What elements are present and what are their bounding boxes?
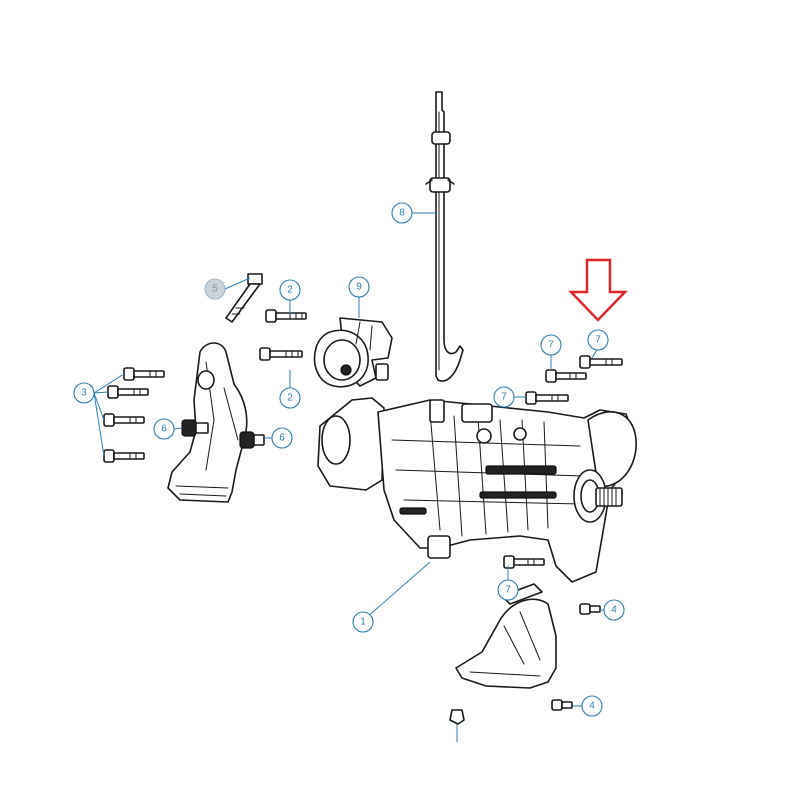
leader-lines	[93, 212, 604, 707]
mount-bushing-part	[313, 317, 393, 388]
callout-5[interactable]: 5	[204, 278, 226, 300]
svg-text:6: 6	[279, 433, 285, 444]
svg-text:6: 6	[161, 424, 167, 435]
svg-text:7: 7	[501, 392, 507, 403]
svg-text:8: 8	[399, 208, 405, 219]
callout-2-lower[interactable]: 2	[279, 387, 301, 409]
callout-6-right[interactable]: 6	[271, 427, 293, 449]
svg-text:7: 7	[548, 340, 554, 351]
bolt-5	[225, 273, 263, 323]
svg-text:2: 2	[287, 285, 293, 296]
callout-8[interactable]: 8	[391, 202, 413, 224]
transfer-case-part	[317, 397, 637, 583]
callout-4-lower[interactable]: 4	[581, 695, 603, 717]
svg-text:4: 4	[589, 701, 595, 712]
svg-text:7: 7	[505, 585, 511, 596]
callout-6-left[interactable]: 6	[153, 418, 175, 440]
svg-text:4: 4	[611, 605, 617, 616]
svg-text:2: 2	[287, 393, 293, 404]
callout-1[interactable]: 1	[352, 611, 374, 633]
bolts-7	[503, 355, 623, 569]
callout-7-highlighted[interactable]: 7	[587, 329, 609, 351]
bolts-4	[551, 603, 601, 711]
svg-text:3: 3	[81, 388, 87, 399]
callout-9[interactable]: 9	[348, 276, 370, 298]
dipstick-tube-part	[425, 91, 464, 382]
down-arrow-icon	[568, 258, 628, 322]
callout-7-middle[interactable]: 7	[493, 386, 515, 408]
callout-4-upper[interactable]: 4	[603, 599, 625, 621]
bolt-2-lower	[259, 347, 303, 361]
callout-7-left[interactable]: 7	[540, 334, 562, 356]
bolt-2-upper	[265, 309, 307, 323]
bolts-3	[103, 367, 165, 463]
callout-3[interactable]: 3	[73, 382, 95, 404]
svg-text:1: 1	[360, 617, 366, 628]
callout-2-upper[interactable]: 2	[279, 279, 301, 301]
skid-plate-part	[455, 583, 557, 689]
studs-6	[181, 419, 265, 449]
svg-text:7: 7	[595, 335, 601, 346]
svg-text:5: 5	[212, 284, 218, 295]
svg-text:9: 9	[356, 282, 362, 293]
callout-7-lower[interactable]: 7	[497, 579, 519, 601]
drain-plug	[449, 709, 465, 742]
